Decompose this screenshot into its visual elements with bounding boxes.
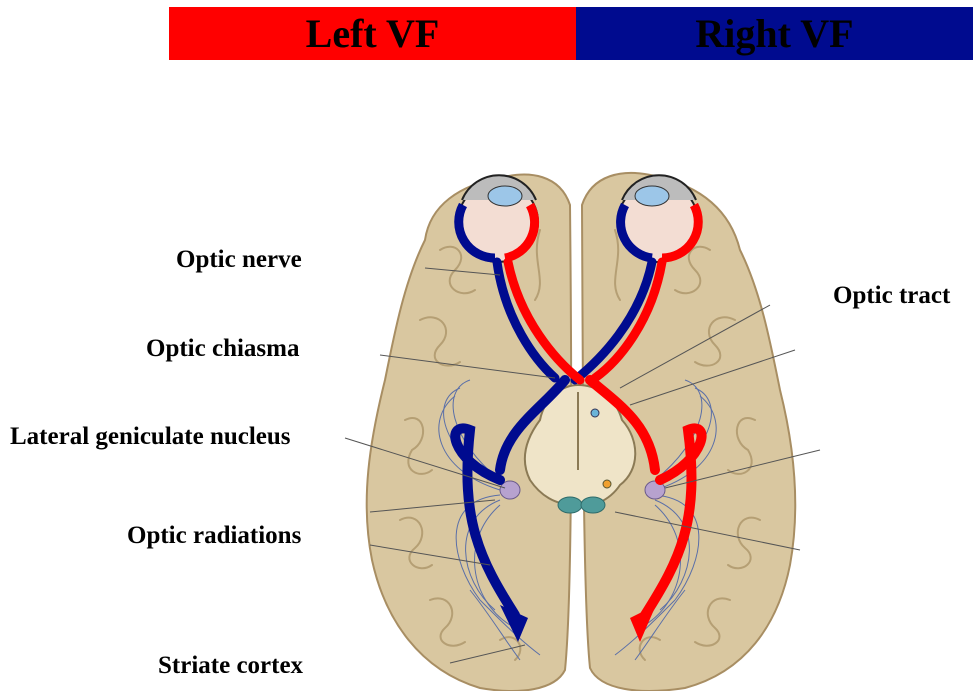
mammillary-body-right <box>581 497 605 513</box>
left-eye <box>458 175 538 262</box>
optic-chiasma-label: Optic chiasma <box>146 336 299 361</box>
optic-nerve-label: Optic nerve <box>176 247 302 272</box>
nucleus-marker <box>603 480 611 488</box>
striate-cortex-label: Striate cortex <box>158 653 303 678</box>
optic-tract-label: Optic tract <box>833 283 950 308</box>
optic-radiations-label: Optic radiations <box>127 523 301 548</box>
right-eye <box>618 175 698 262</box>
lateral-geniculate-nucleus-label: Lateral geniculate nucleus <box>10 424 291 449</box>
midbrain-marker <box>591 409 599 417</box>
mammillary-body-left <box>558 497 582 513</box>
brain-illustration <box>367 173 796 691</box>
